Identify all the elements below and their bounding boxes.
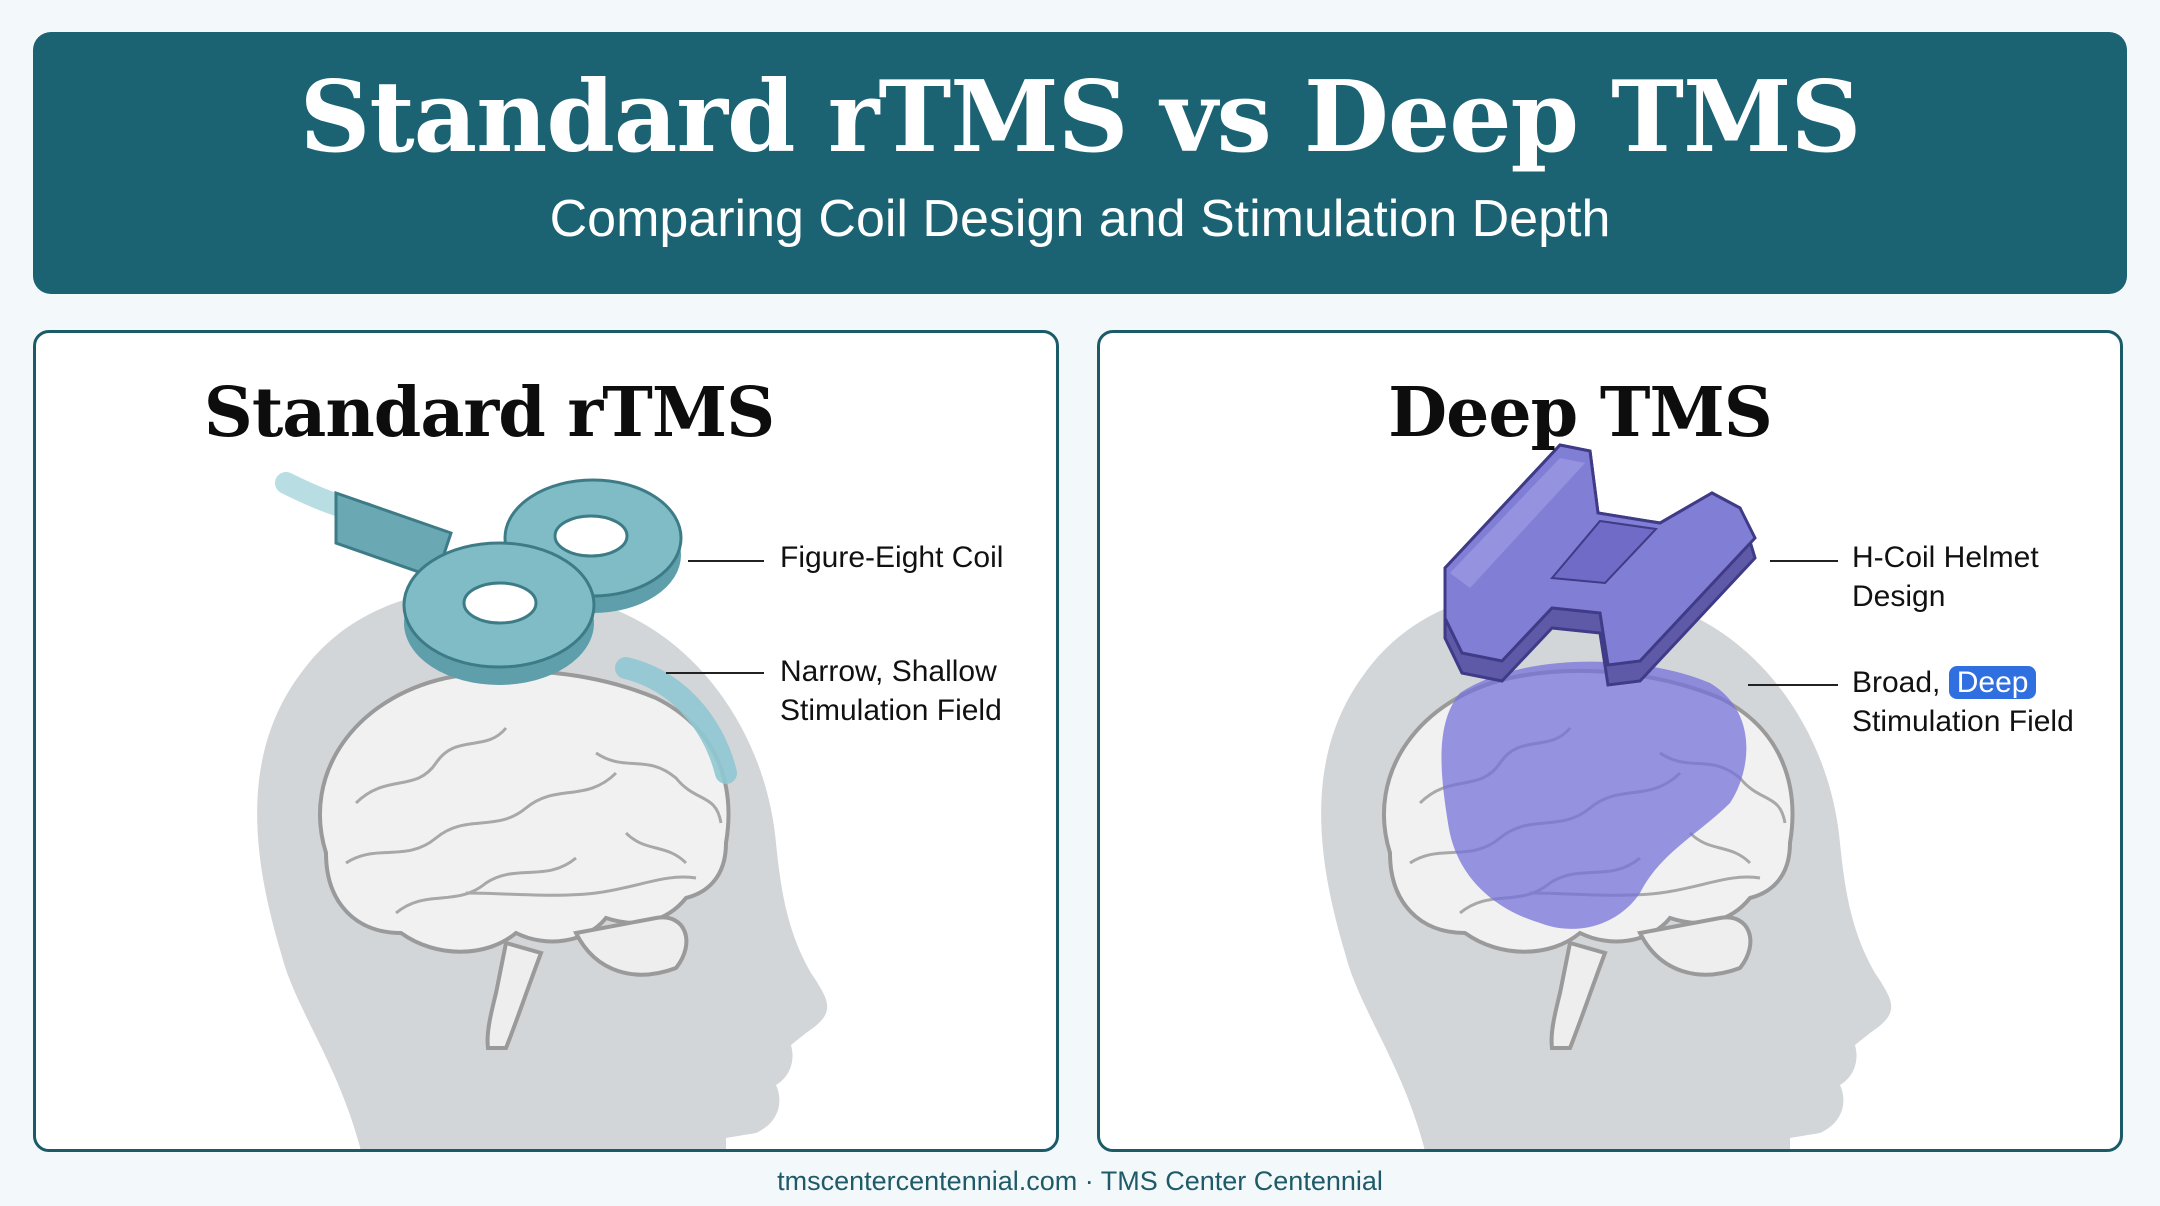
shallow-field <box>615 657 737 784</box>
cerebellum <box>1637 915 1753 977</box>
standard-rtms-title: Standard rTMS <box>203 373 775 453</box>
field-leader-line <box>666 672 764 674</box>
page-subtitle: Comparing Coil Design and Stimulation De… <box>549 190 1611 248</box>
deep-tms-illustration <box>1321 443 1892 1149</box>
deep-field-label-line2: Stimulation Field <box>1852 705 2074 738</box>
deep-tms-panel: Deep TMS H-Coil Helmet Design Broad, Dee… <box>1097 330 2123 1152</box>
h-coil-helmet <box>1443 443 1757 687</box>
narrow-field-label: Narrow, Shallow Stimulation Field <box>780 652 1002 730</box>
hcoil-leader-line <box>1770 560 1838 562</box>
deep-field-leader-line <box>1748 684 1838 686</box>
brain-folds <box>345 727 723 915</box>
narrow-field-label-line2: Stimulation Field <box>780 694 1002 727</box>
deep-field-label-prefix: Broad, <box>1852 666 1941 699</box>
deep-field <box>1441 661 1747 929</box>
h-coil-label-line1: H-Coil Helmet <box>1852 541 2039 574</box>
deep-tms-title: Deep TMS <box>1388 373 1773 453</box>
deep-highlight-badge: Deep <box>1948 666 2037 699</box>
figure-eight-coil-label: Figure-Eight Coil <box>780 541 1004 574</box>
narrow-field-label-line1: Narrow, Shallow <box>780 655 997 688</box>
brain <box>317 668 731 954</box>
brain-stem <box>1549 940 1608 1050</box>
coil-leader-line <box>688 560 764 562</box>
brain-stem <box>485 940 544 1050</box>
footer-credit: tmscentercentennial.com · TMS Center Cen… <box>777 1166 1383 1196</box>
figure-eight-coil <box>402 478 683 685</box>
h-coil-label: H-Coil Helmet Design <box>1852 538 2039 616</box>
deep-field-label: Broad, Deep Stimulation Field <box>1852 663 2074 741</box>
standard-rtms-illustration <box>257 472 828 1149</box>
h-coil-label-line2: Design <box>1852 580 1946 613</box>
standard-rtms-panel: Standard rTMS Figure-Eight Coil Narrow, … <box>33 330 1059 1152</box>
header-banner: Standard rTMS vs Deep TMS Comparing Coil… <box>33 32 2127 294</box>
cerebellum <box>573 915 689 977</box>
page-title: Standard rTMS vs Deep TMS <box>299 60 1862 175</box>
